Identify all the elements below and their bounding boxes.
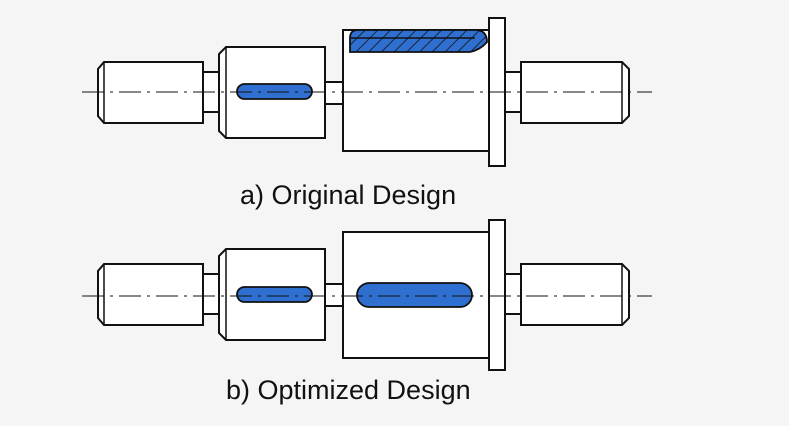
right-journal — [520, 263, 630, 326]
caption-optimized: b) Optimized Design — [226, 375, 471, 405]
optimized-shaft — [82, 219, 652, 371]
neck-left — [202, 273, 220, 315]
left-journal — [97, 61, 204, 124]
keyway-right — [356, 282, 473, 308]
keyway-open-section — [349, 29, 488, 53]
neck-mid — [324, 283, 344, 307]
original-shaft — [82, 17, 652, 167]
keyway-left — [236, 286, 313, 303]
neck-right — [504, 273, 522, 315]
flange — [488, 219, 506, 371]
left-journal — [97, 263, 204, 326]
neck-mid — [324, 81, 344, 105]
caption-original: a) Original Design — [240, 180, 456, 210]
